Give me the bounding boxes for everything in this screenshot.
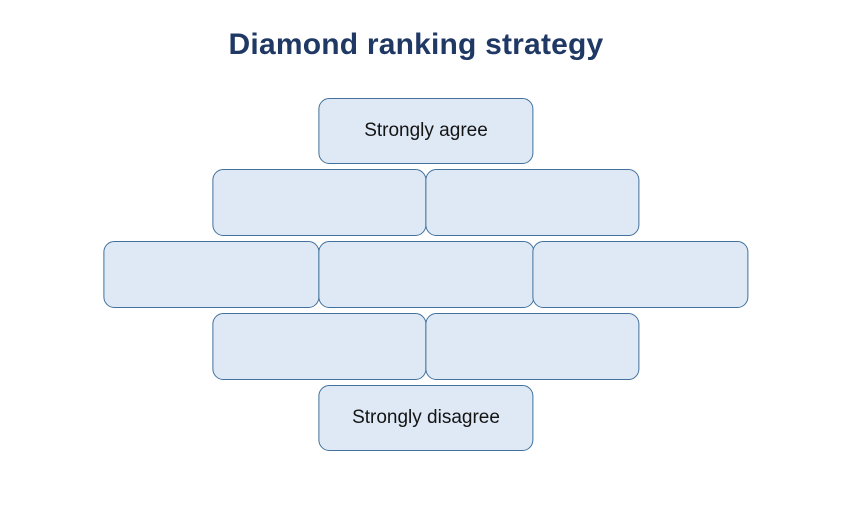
diamond-box-label: Strongly agree xyxy=(364,120,488,141)
diamond-box-blank[interactable] xyxy=(532,241,749,308)
diamond-box-blank[interactable] xyxy=(212,313,427,380)
diamond-box-blank[interactable] xyxy=(103,241,320,308)
diamond-row-5: Strongly disagree xyxy=(318,385,534,451)
diamond-box-strongly-agree[interactable]: Strongly agree xyxy=(318,98,534,164)
diamond-box-strongly-disagree[interactable]: Strongly disagree xyxy=(318,385,534,451)
diamond-row-4 xyxy=(212,313,640,380)
diamond-row-2 xyxy=(212,169,640,236)
diamond-box-blank[interactable] xyxy=(425,313,640,380)
diamond-row-3 xyxy=(103,241,749,308)
page-title: Diamond ranking strategy xyxy=(228,28,604,61)
diamond-box-blank[interactable] xyxy=(212,169,427,236)
diamond-box-blank[interactable] xyxy=(425,169,640,236)
diamond-row-1: Strongly agree xyxy=(318,98,534,164)
diamond-box-label: Strongly disagree xyxy=(352,407,500,428)
diamond-box-blank[interactable] xyxy=(318,241,534,308)
